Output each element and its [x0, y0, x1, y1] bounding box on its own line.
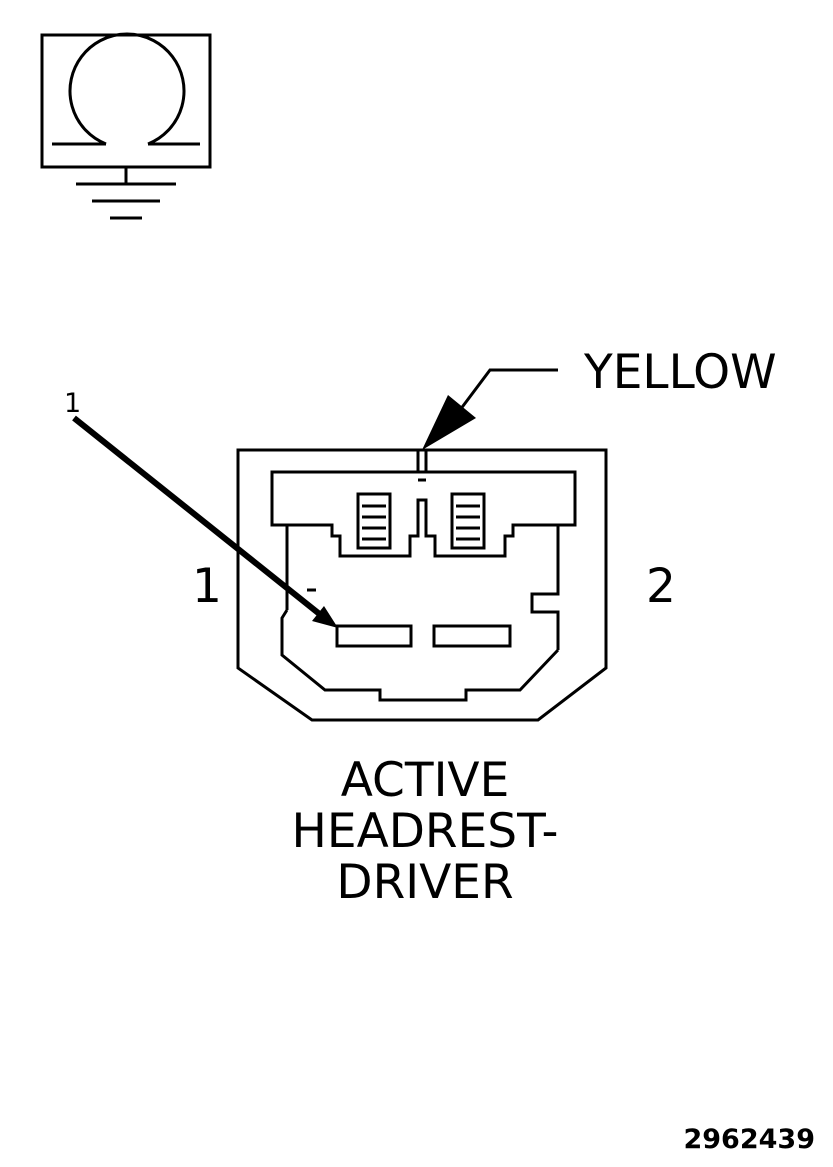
- connector-shell: [236, 448, 608, 722]
- pin-label-right: 2: [646, 559, 676, 614]
- color-arrowhead: [422, 395, 476, 450]
- connector-latch: [270, 470, 577, 558]
- callout-arrowhead: [312, 606, 338, 628]
- color-leader: [422, 368, 558, 450]
- figure-id: 2962439: [683, 1124, 815, 1155]
- ohmmeter-ground-icon: [40, 32, 212, 220]
- pin-label-left: 1: [192, 559, 222, 614]
- terminal-pin-1: [335, 624, 413, 648]
- ohmmeter-box: [40, 33, 212, 169]
- callout-leader-1: [72, 415, 338, 628]
- connector-title-line-3: DRIVER: [336, 855, 513, 910]
- omega-arc: [68, 32, 186, 146]
- cavity-bottom: [280, 609, 560, 702]
- rib-block-left: [356, 492, 392, 550]
- terminals: [335, 624, 512, 648]
- connector-title-line-2: HEADREST-: [292, 804, 559, 859]
- rib-block-right: [450, 492, 486, 550]
- connector-title-line-1: ACTIVE: [341, 753, 510, 808]
- color-label: YELLOW: [583, 345, 777, 400]
- terminal-pin-2: [432, 624, 512, 648]
- callout-number: 1: [64, 388, 81, 419]
- latch-ribs: [356, 492, 486, 550]
- cavity-wall-right: [530, 525, 560, 650]
- connector-body: [236, 448, 608, 722]
